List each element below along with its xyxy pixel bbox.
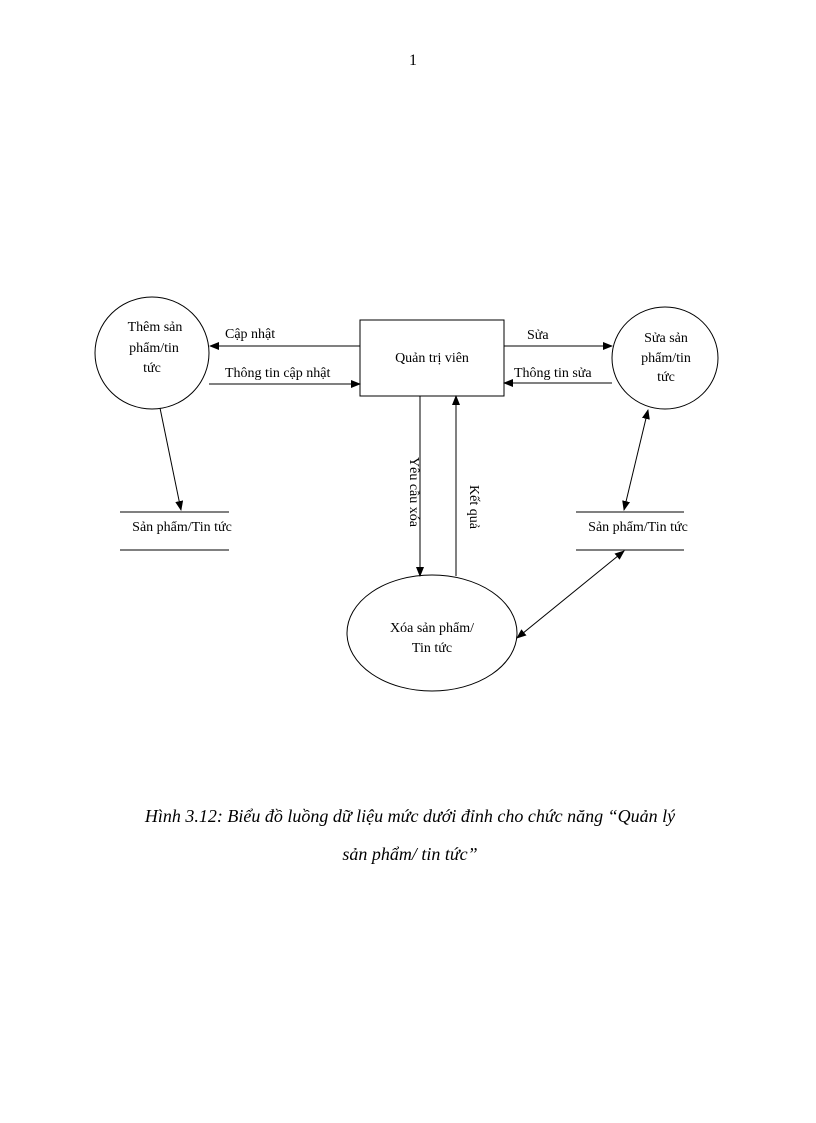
flow-add-to-store	[159, 407, 184, 511]
process-add-product-news: Thêm sản phẩm/tin tức	[94, 296, 210, 410]
process-delete-product-news: Xóa sản phẩm/ Tin tức	[346, 574, 518, 692]
flow-delete-store-bidirectional	[516, 550, 625, 639]
process-add-label-1: Thêm sản	[128, 320, 183, 335]
flow-edit-store-bidirectional	[622, 409, 650, 511]
figure-caption: Hình 3.12: Biểu đồ luồng dữ liệu mức dướ…	[60, 797, 760, 873]
flow-result: Kết quả	[452, 395, 481, 576]
flow-delete-request: Yêu cầu xóa	[406, 396, 424, 577]
flow-edit-info: Thông tin sửa	[503, 366, 612, 387]
process-edit-label-3: tức	[657, 370, 675, 385]
flow-edit-info-label: Thông tin sửa	[514, 366, 592, 381]
process-edit-product-news: Sửa sản phẩm/tin tức	[611, 306, 719, 410]
flow-update: Cập nhật	[209, 327, 360, 350]
process-edit-label-2: phẩm/tin	[641, 351, 691, 366]
data-store-right: Sản phẩm/Tin tức	[576, 511, 688, 551]
flow-update-label: Cập nhật	[225, 327, 275, 342]
process-add-label-3: tức	[143, 361, 161, 376]
process-add-label-2: phẩm/tin	[129, 341, 179, 356]
figure-caption-line-1: Hình 3.12: Biểu đồ luồng dữ liệu mức dướ…	[144, 806, 676, 826]
data-store-left: Sản phẩm/Tin tức	[120, 511, 232, 551]
process-edit-label-1: Sửa sản	[644, 331, 688, 346]
flow-delete-request-label: Yêu cầu xóa	[406, 457, 421, 528]
process-delete-label-2: Tin tức	[412, 641, 452, 656]
flow-result-label: Kết quả	[466, 485, 481, 530]
figure-caption-line-2: sản phẩm/ tin tức”	[342, 844, 478, 864]
entity-administrator: Quản trị viên	[359, 319, 505, 397]
page-number: 1	[409, 52, 417, 69]
entity-administrator-label: Quản trị viên	[395, 351, 469, 366]
flow-update-info-label: Thông tin cập nhật	[225, 366, 330, 381]
flow-edit: Sửa	[504, 328, 613, 350]
flow-update-info: Thông tin cập nhật	[209, 366, 361, 388]
data-store-left-label: Sản phẩm/Tin tức	[132, 520, 232, 535]
data-store-right-label: Sản phẩm/Tin tức	[588, 520, 688, 535]
flow-edit-label: Sửa	[527, 328, 549, 343]
process-delete-label-1: Xóa sản phẩm/	[390, 621, 474, 636]
